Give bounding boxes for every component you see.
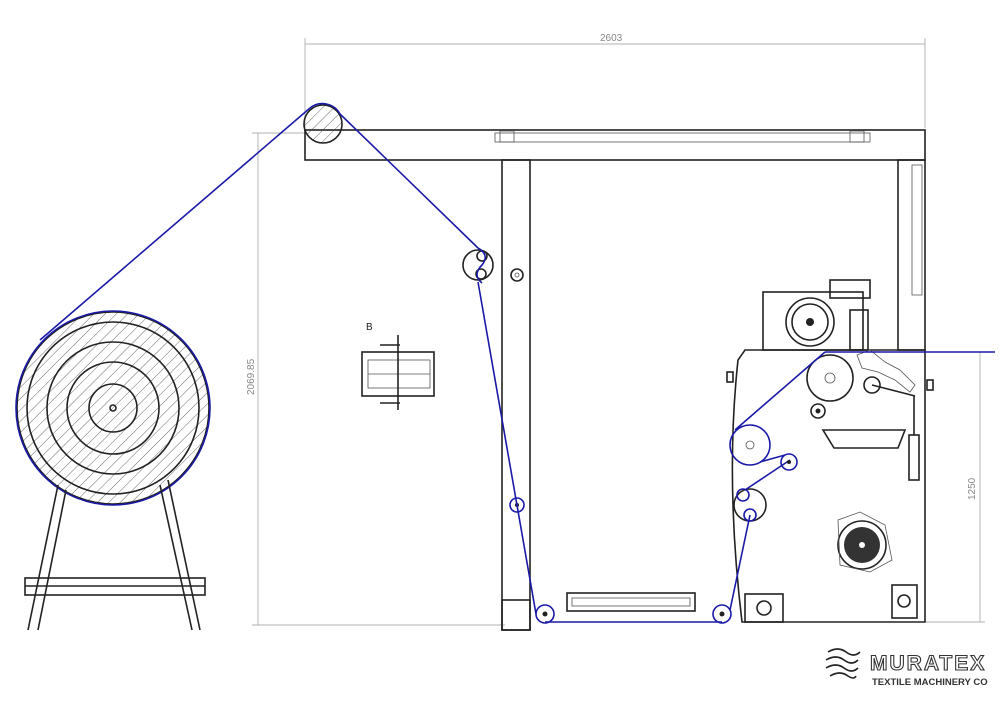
guide-roller bbox=[510, 268, 524, 282]
frame bbox=[304, 129, 926, 631]
right-column bbox=[897, 159, 926, 351]
dimension-width: 2603 bbox=[304, 33, 926, 128]
section-label: B bbox=[366, 322, 373, 333]
top-beam bbox=[304, 129, 926, 161]
fabric-path bbox=[39, 102, 995, 623]
logo-name: MURATEX bbox=[870, 652, 986, 675]
logo-waves-icon bbox=[825, 648, 861, 679]
roll-stand bbox=[24, 479, 206, 631]
machine-body bbox=[726, 279, 934, 623]
fabric-roll bbox=[15, 310, 211, 506]
dimension-working-height-label: 1250 bbox=[967, 477, 978, 500]
tension-guide bbox=[462, 249, 494, 281]
dimension-working-height: 1250 bbox=[925, 352, 985, 623]
drive-housing bbox=[762, 291, 864, 351]
dimension-width-label: 2603 bbox=[600, 33, 623, 44]
logo-subtitle: TEXTILE MACHINERY CO bbox=[872, 677, 988, 688]
dimension-height: 2069.85 bbox=[246, 132, 505, 626]
top-rail bbox=[494, 132, 871, 143]
dimension-height-label: 2069.85 bbox=[246, 358, 257, 395]
section-view-b: B bbox=[361, 322, 435, 410]
main-roller bbox=[806, 354, 854, 402]
tray bbox=[821, 429, 907, 449]
gas-spring bbox=[908, 434, 920, 481]
bottom-rollers bbox=[509, 497, 784, 624]
top-pulley bbox=[303, 104, 343, 144]
muratex-logo: MURATEX TEXTILE MACHINERY CO bbox=[825, 648, 988, 688]
brush-roller bbox=[566, 592, 696, 612]
motor bbox=[837, 520, 887, 570]
